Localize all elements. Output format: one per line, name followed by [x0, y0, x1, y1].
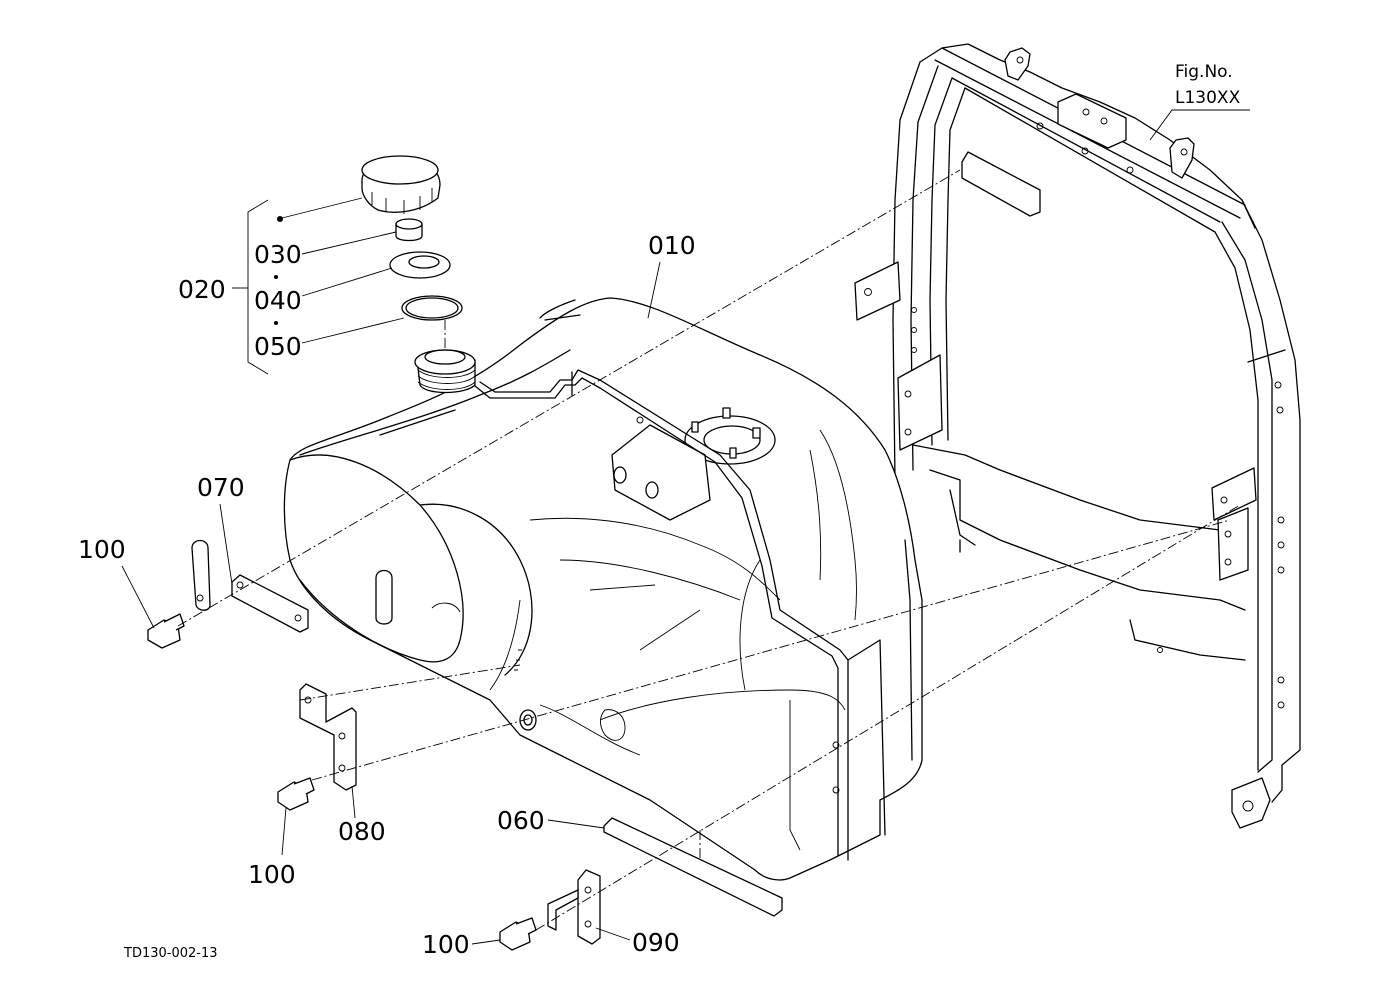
strap-070-drawing	[191, 539, 309, 633]
label-100-bottom: 100	[422, 930, 470, 959]
label-060: 060	[497, 806, 545, 835]
fuel-tank-drawing	[283, 297, 923, 881]
alignment-lines	[177, 169, 1241, 931]
label-100-middle: 100	[248, 860, 296, 889]
label-020: 020	[178, 275, 226, 304]
cap-assembly-drawing	[361, 155, 463, 321]
bracket-090-drawing	[547, 869, 601, 945]
part-labels: 010 020 030 040 050 060 070 080 090 100 …	[78, 231, 696, 961]
label-080: 080	[338, 817, 386, 846]
figure-number-label: Fig.No. L130XX	[1149, 62, 1250, 141]
label-030: 030	[254, 240, 302, 269]
frame-drawing	[854, 43, 1301, 829]
label-070: 070	[197, 473, 245, 502]
label-040: 040	[254, 286, 302, 315]
fig-no-leader	[1149, 109, 1250, 141]
bolts-100-drawing	[147, 613, 537, 951]
group-020-bracket	[247, 199, 269, 375]
label-100-top: 100	[78, 535, 126, 564]
label-010: 010	[648, 231, 696, 260]
label-050: 050	[254, 332, 302, 361]
drawing-id: TD130-002-13	[123, 946, 218, 961]
fig-no-caption: Fig.No.	[1175, 62, 1233, 82]
pad-060-drawing	[603, 817, 783, 917]
bracket-080-drawing	[299, 683, 357, 791]
leader-lines	[121, 197, 661, 945]
label-090: 090	[632, 928, 680, 957]
group-bullets	[274, 216, 283, 325]
fig-no-value: L130XX	[1175, 88, 1241, 108]
